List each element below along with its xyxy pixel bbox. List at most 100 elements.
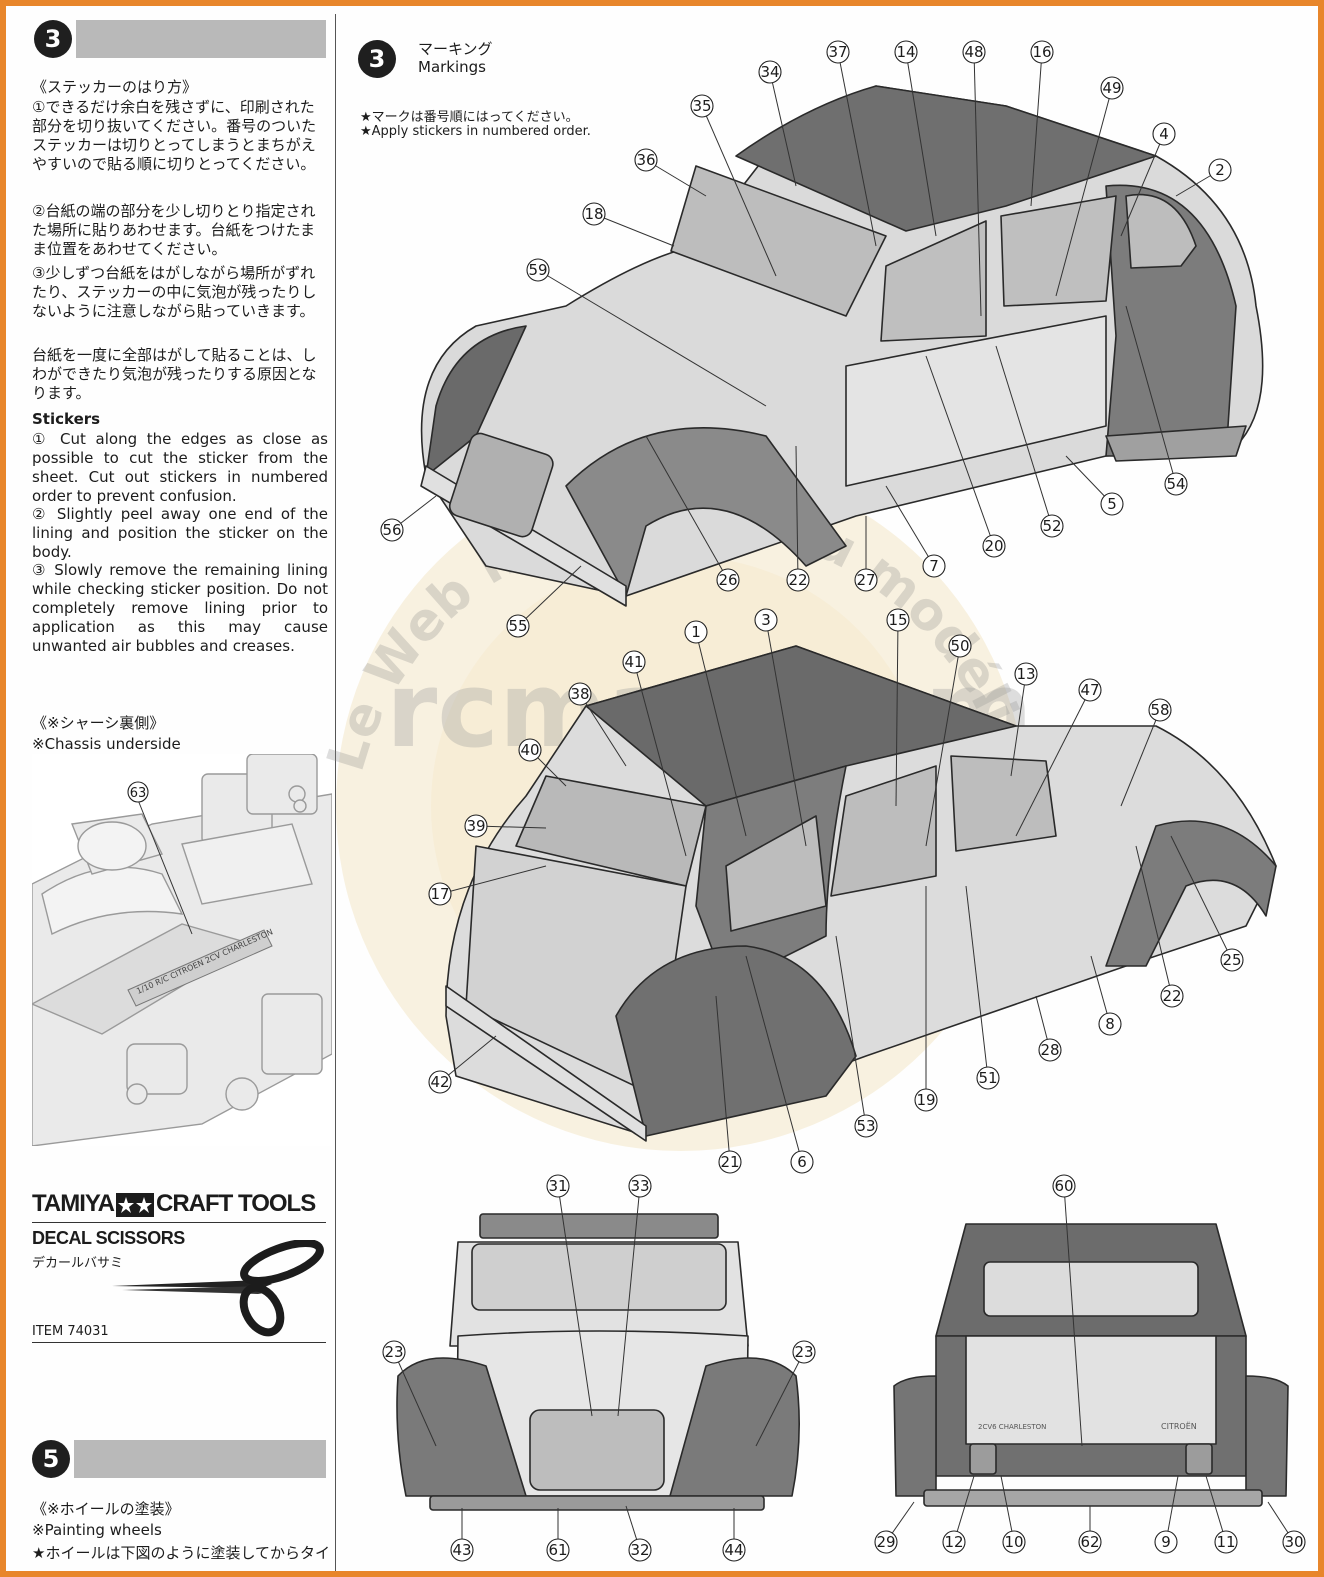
stickers-title-jp: 《ステッカーのはり方》 bbox=[32, 78, 198, 96]
callout-view1-18: 18 bbox=[582, 202, 675, 247]
svg-text:11: 11 bbox=[1216, 1533, 1235, 1551]
svg-text:23: 23 bbox=[384, 1343, 403, 1361]
callout-front-61: 61 bbox=[546, 1508, 570, 1562]
callout-front-44: 44 bbox=[722, 1508, 746, 1562]
callout-view1-20: 20 bbox=[925, 355, 1006, 558]
step-5-header-bar bbox=[74, 1440, 326, 1478]
callout-view1-59: 59 bbox=[526, 258, 767, 407]
column-divider bbox=[335, 14, 336, 1571]
svg-text:51: 51 bbox=[978, 1069, 997, 1087]
callout-view1-22: 22 bbox=[786, 445, 810, 592]
callout-view1-2: 2 bbox=[1175, 158, 1232, 197]
callout-rear-9: 9 bbox=[1154, 1475, 1179, 1554]
svg-text:59: 59 bbox=[528, 261, 547, 279]
svg-text:42: 42 bbox=[430, 1073, 449, 1091]
svg-text:22: 22 bbox=[1162, 987, 1181, 1005]
svg-text:58: 58 bbox=[1150, 701, 1169, 719]
callout-view2-3: 3 bbox=[754, 608, 807, 847]
svg-text:39: 39 bbox=[466, 817, 485, 835]
svg-text:22: 22 bbox=[788, 571, 807, 589]
svg-text:38: 38 bbox=[570, 685, 589, 703]
svg-text:30: 30 bbox=[1284, 1533, 1303, 1551]
callout-view2-42: 42 bbox=[428, 1035, 497, 1094]
callout-view2-53: 53 bbox=[835, 935, 878, 1138]
car-view-front bbox=[396, 1213, 800, 1511]
callout-view2-28: 28 bbox=[1035, 995, 1062, 1062]
craft-tools-label: CRAFT TOOLS bbox=[156, 1190, 316, 1217]
svg-text:23: 23 bbox=[794, 1343, 813, 1361]
callout-view2-50: 50 bbox=[925, 634, 972, 847]
svg-text:20: 20 bbox=[984, 537, 1003, 555]
stickers-step2-jp: ②台紙の端の部分を少し切りとり指定された場所に貼りあわせます。台紙をつけたまま位… bbox=[32, 202, 316, 258]
callout-view2-40: 40 bbox=[518, 738, 567, 787]
stickers-step2-en: ② Slightly peel away one end of the lini… bbox=[32, 505, 328, 561]
scissors-icon bbox=[112, 1240, 324, 1337]
rear-plate-brand: CITROËN bbox=[1161, 1421, 1197, 1431]
tamiya-star-logo bbox=[116, 1193, 154, 1217]
svg-text:10: 10 bbox=[1004, 1533, 1023, 1551]
callout-view1-5: 5 bbox=[1065, 455, 1124, 516]
markings-title-en: Markings bbox=[418, 58, 486, 76]
callout-view1-16: 16 bbox=[1030, 40, 1054, 207]
svg-text:56: 56 bbox=[382, 521, 401, 539]
svg-text:12: 12 bbox=[944, 1533, 963, 1551]
craft-tools-ad: TAMIYA CRAFT TOOLS DECAL SCISSORS デカールバサ… bbox=[32, 1190, 326, 1346]
svg-text:8: 8 bbox=[1105, 1015, 1115, 1033]
wheels-title-en: ※Painting wheels bbox=[32, 1521, 162, 1539]
stickers-title-en: Stickers bbox=[32, 410, 101, 428]
svg-text:25: 25 bbox=[1222, 951, 1241, 969]
callout-view1-55: 55 bbox=[506, 565, 582, 638]
svg-text:33: 33 bbox=[630, 1177, 649, 1195]
tamiya-brand: TAMIYA bbox=[32, 1190, 115, 1217]
callout-view1-56: 56 bbox=[380, 495, 437, 542]
svg-text:52: 52 bbox=[1042, 517, 1061, 535]
svg-text:53: 53 bbox=[856, 1117, 875, 1135]
callout-view2-38: 38 bbox=[568, 682, 627, 767]
svg-text:49: 49 bbox=[1102, 79, 1121, 97]
stickers-step1-en: ① Cut along the edges as close as possib… bbox=[32, 430, 328, 505]
callout-front-33: 33 bbox=[617, 1174, 652, 1417]
callout-63: 63 bbox=[130, 786, 147, 801]
svg-text:15: 15 bbox=[888, 611, 907, 629]
rear-plate-model: 2CV6 CHARLESTON bbox=[978, 1423, 1046, 1431]
callout-view2-41: 41 bbox=[622, 650, 687, 857]
car-view-rear-three-quarter bbox=[445, 645, 1277, 1142]
car-view-front-three-quarter bbox=[420, 85, 1264, 607]
svg-text:18: 18 bbox=[584, 205, 603, 223]
svg-text:19: 19 bbox=[916, 1091, 935, 1109]
markings-step-badge: 3 bbox=[358, 40, 396, 78]
wheels-title-jp: 《※ホイールの塗装》 bbox=[32, 1500, 180, 1518]
callout-view1-26: 26 bbox=[645, 435, 740, 592]
svg-text:28: 28 bbox=[1040, 1041, 1059, 1059]
svg-text:26: 26 bbox=[718, 571, 737, 589]
callout-view2-1: 1 bbox=[684, 620, 747, 837]
svg-text:17: 17 bbox=[430, 885, 449, 903]
callout-view1-35: 35 bbox=[690, 94, 777, 277]
svg-text:7: 7 bbox=[929, 557, 939, 575]
svg-text:36: 36 bbox=[636, 151, 655, 169]
callout-view1-7: 7 bbox=[885, 485, 946, 578]
svg-text:16: 16 bbox=[1032, 43, 1051, 61]
svg-text:14: 14 bbox=[896, 43, 915, 61]
callout-view2-51: 51 bbox=[965, 885, 1000, 1090]
callout-view1-4: 4 bbox=[1120, 122, 1176, 237]
svg-text:31: 31 bbox=[548, 1177, 567, 1195]
svg-text:4: 4 bbox=[1159, 125, 1169, 143]
callout-view2-6: 6 bbox=[745, 955, 814, 1174]
callout-rear-29: 29 bbox=[874, 1501, 915, 1554]
svg-text:40: 40 bbox=[520, 741, 539, 759]
callout-front-31: 31 bbox=[546, 1174, 593, 1417]
stickers-warning-jp: 台紙を一度に全部はがして貼ることは、しわができたり気泡が残ったりする原因となりま… bbox=[32, 346, 317, 402]
tool-item-number: ITEM 74031 bbox=[32, 1324, 109, 1339]
markings-title-jp: マーキング bbox=[418, 40, 493, 58]
svg-text:41: 41 bbox=[624, 653, 643, 671]
svg-text:27: 27 bbox=[856, 571, 875, 589]
stickers-step1-jp: ①できるだけ余白を残さずに、印刷された部分を切り抜いてください。番号のついたステ… bbox=[32, 98, 317, 173]
callout-rear-60: 60 bbox=[1052, 1174, 1083, 1447]
svg-text:43: 43 bbox=[452, 1541, 471, 1559]
svg-text:13: 13 bbox=[1016, 665, 1035, 683]
callout-view2-21: 21 bbox=[715, 995, 742, 1174]
callout-rear-30: 30 bbox=[1267, 1501, 1306, 1554]
step-5-number-badge: 5 bbox=[32, 1440, 70, 1478]
